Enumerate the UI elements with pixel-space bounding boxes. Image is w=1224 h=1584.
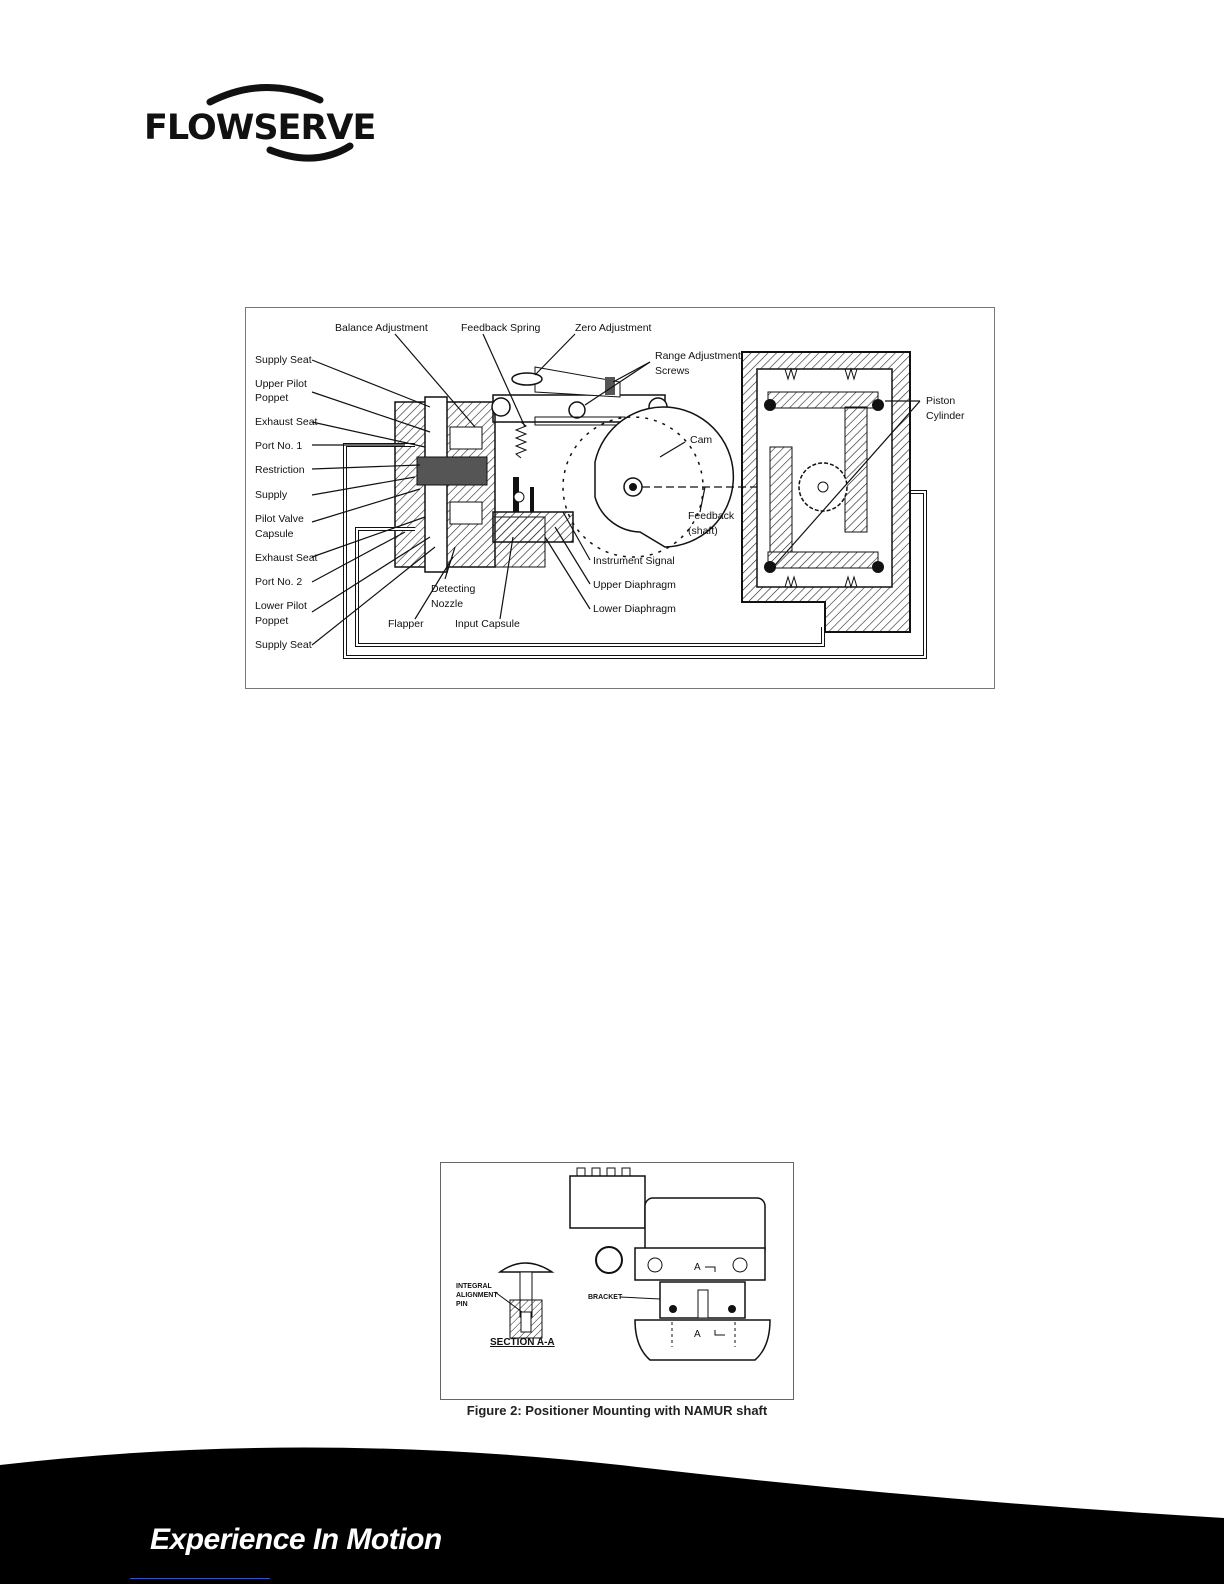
label-section-a-a: SECTION A-A xyxy=(490,1337,555,1348)
label-feedback-spring: Feedback Spring xyxy=(461,322,541,334)
label-restriction: Restriction xyxy=(255,464,305,476)
label-integral: INTEGRAL xyxy=(456,1283,493,1290)
label-instrument-signal: Instrument Signal xyxy=(593,555,675,567)
leader-lines xyxy=(311,333,921,646)
label-lower-diaphragm: Lower Diaphragm xyxy=(593,603,676,615)
label-piston: Piston xyxy=(926,395,955,407)
label-cam: Cam xyxy=(690,434,712,446)
label-port-no-2: Port No. 2 xyxy=(255,576,302,588)
section-a-a xyxy=(497,1262,555,1339)
figure-positioner-schematic: Balance Adjustment Feedback Spring Zero … xyxy=(245,307,995,689)
label-exhaust-seat-bottom: Exhaust Seat xyxy=(255,552,318,564)
label-feedback: Feedback xyxy=(688,510,735,522)
label-pilot-valve: Pilot Valve xyxy=(255,513,304,525)
figure2-caption: Figure 2: Positioner Mounting with NAMUR… xyxy=(466,1403,768,1418)
label-upper-pilot: Upper Pilot xyxy=(255,378,307,390)
footer-wave xyxy=(0,1447,1224,1584)
label-upper-diaphragm: Upper Diaphragm xyxy=(593,579,676,591)
label-pin: PIN xyxy=(456,1301,468,1308)
positioner-body xyxy=(569,1167,766,1281)
label-a-bottom: A xyxy=(694,1329,701,1340)
label-bracket: BRACKET xyxy=(588,1294,623,1301)
label-feedback-shaft: (shaft) xyxy=(688,525,718,537)
footer-link-underline[interactable] xyxy=(130,1578,270,1579)
label-range-adjustment-screws: Screws xyxy=(655,365,689,377)
label-exhaust-seat-top: Exhaust Seat xyxy=(255,416,318,428)
label-detecting: Detecting xyxy=(431,583,476,595)
label-alignment: ALIGNMENT xyxy=(456,1292,498,1299)
label-input-capsule: Input Capsule xyxy=(455,618,520,630)
label-range-adjustment: Range Adjustment xyxy=(655,350,741,362)
logo-swoosh-icon xyxy=(206,84,354,162)
label-lower-pilot-poppet: Poppet xyxy=(255,615,288,627)
label-lower-pilot: Lower Pilot xyxy=(255,600,307,612)
label-piston-cylinder: Cylinder xyxy=(926,410,965,422)
valve-top xyxy=(634,1319,771,1361)
label-supply-seat-top: Supply Seat xyxy=(255,354,312,366)
label-pilot-valve-capsule: Capsule xyxy=(255,528,294,540)
label-a-top: A xyxy=(694,1262,701,1273)
label-port-no-1: Port No. 1 xyxy=(255,440,302,452)
footer-slogan: Experience In Motion xyxy=(150,1523,442,1556)
bracket xyxy=(659,1281,746,1319)
range-adjustment-arm xyxy=(491,366,668,426)
label-supply: Supply xyxy=(255,489,288,501)
label-detecting-nozzle: Nozzle xyxy=(431,598,463,610)
logo-text: FLOWSERVE xyxy=(144,108,376,148)
flowserve-logo: FLOWSERVE xyxy=(140,80,376,170)
label-supply-seat-bottom: Supply Seat xyxy=(255,639,312,651)
label-balance-adjustment: Balance Adjustment xyxy=(335,322,428,334)
piston-cylinder xyxy=(741,351,911,633)
label-flapper: Flapper xyxy=(388,618,424,630)
figure-positioner-mounting: INTEGRAL ALIGNMENT PIN BRACKET SECTION A… xyxy=(440,1162,794,1400)
label-upper-pilot-poppet: Poppet xyxy=(255,392,288,404)
feedback-spring xyxy=(514,421,528,459)
label-zero-adjustment: Zero Adjustment xyxy=(575,322,652,334)
input-capsule xyxy=(492,477,574,543)
